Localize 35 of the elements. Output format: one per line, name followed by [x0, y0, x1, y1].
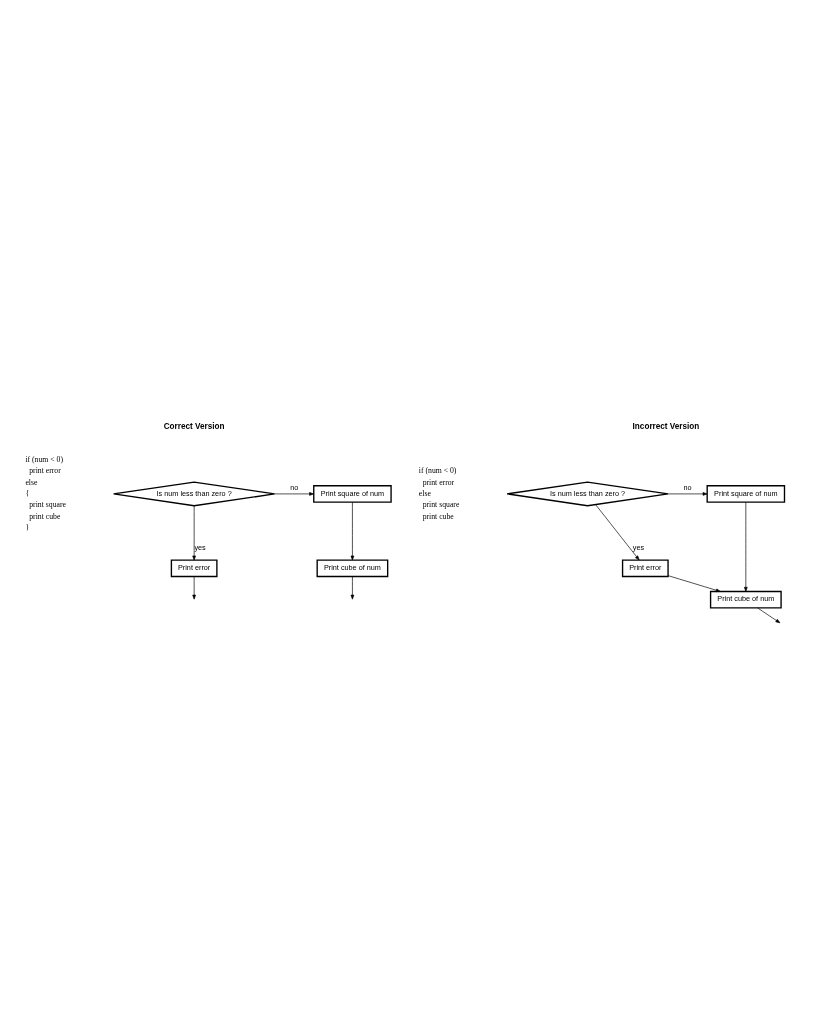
label: if (num < 0) [418, 465, 457, 475]
label: print cube [422, 511, 454, 521]
node-box: Print cube of num [316, 558, 389, 577]
label: { [25, 488, 30, 498]
arrow [757, 607, 781, 623]
label: if (num < 0) [25, 454, 63, 464]
edge-label: no [683, 482, 692, 492]
label: print error [29, 465, 61, 475]
node-diamond: Is num less than zero ? [112, 480, 276, 506]
label: print square [29, 499, 66, 509]
arrow [274, 491, 314, 496]
node-box: Print error [621, 558, 669, 577]
edge-label: yes [194, 542, 206, 552]
node-box: Print error [170, 558, 218, 577]
edge-label: no [290, 482, 299, 492]
label: print cube [29, 511, 61, 521]
node-box: Print square of num [313, 484, 392, 503]
label: else [25, 477, 38, 487]
label: Incorrect Version [632, 421, 700, 431]
label: else [418, 488, 431, 498]
node-box: Print square of num [706, 484, 786, 503]
arrow [350, 575, 355, 599]
label: print square [422, 499, 460, 509]
arrow [192, 505, 196, 560]
edge-label: yes [632, 542, 645, 552]
arrow [192, 575, 196, 599]
arrow [350, 501, 355, 560]
label: Correct Version [163, 421, 225, 431]
arrow [667, 574, 721, 592]
label: print error [422, 477, 455, 487]
node-diamond: Is num less than zero ? [506, 480, 669, 506]
label: } [25, 522, 30, 532]
arrow [595, 503, 640, 560]
arrow [744, 501, 748, 592]
arrow [667, 491, 708, 496]
